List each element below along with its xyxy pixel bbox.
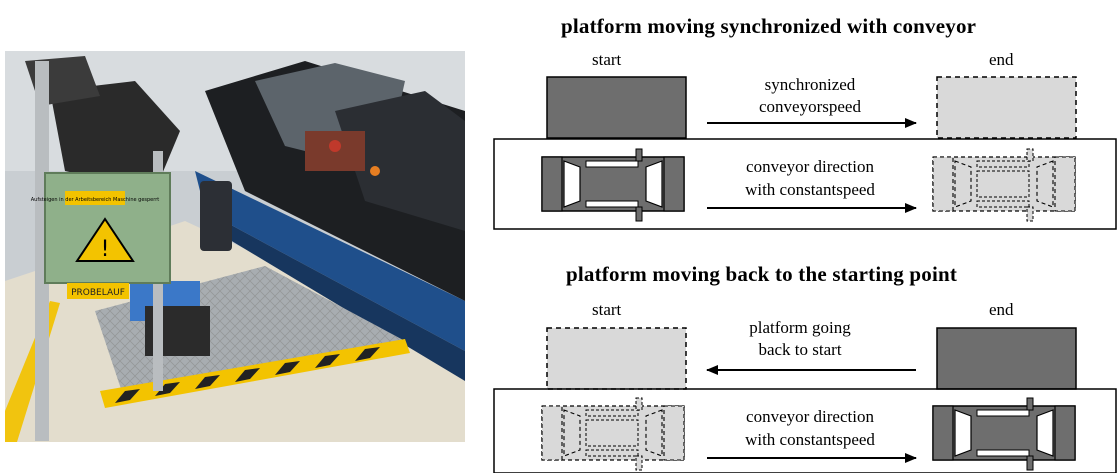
bottom-start-label: start — [592, 300, 622, 319]
top-start-car — [541, 148, 685, 222]
assembly-line-photo: Aufsteigen in der Arbeitsbereich Maschin… — [5, 51, 465, 442]
bottom-section-title: platform moving back to the starting poi… — [566, 262, 958, 286]
bottom-platform-arrow-line1: platform going — [749, 318, 851, 337]
top-end-platform — [936, 76, 1077, 139]
bottom-conveyor-arrow-line1: conveyor direction — [746, 407, 874, 426]
bottom-end-platform — [936, 327, 1077, 390]
top-start-platform — [546, 76, 687, 139]
top-conveyor-arrow-line2: with constantspeed — [745, 180, 875, 199]
bottom-start-car — [541, 397, 685, 471]
bottom-conveyor-arrow-line2: with constantspeed — [745, 430, 875, 449]
top-section-title: platform moving synchronized with convey… — [561, 14, 977, 38]
sign-label: PROBELAUF — [71, 288, 125, 298]
top-start-label: start — [592, 50, 622, 69]
bottom-start-platform — [546, 327, 687, 390]
top-conveyor-arrow-line1: conveyor direction — [746, 157, 874, 176]
top-end-label: end — [989, 50, 1014, 69]
bottom-end-label: end — [989, 300, 1014, 319]
top-platform-arrow-line1: synchronized — [764, 75, 856, 94]
sign-text: Aufsteigen in der Arbeitsbereich Maschin… — [31, 197, 160, 203]
bottom-platform-arrow-line2: back to start — [758, 340, 842, 359]
bottom-end-car — [932, 397, 1076, 471]
svg-text:!: ! — [101, 237, 110, 262]
top-platform-arrow-line2: conveyorspeed — [759, 97, 861, 116]
top-end-car — [932, 148, 1076, 222]
